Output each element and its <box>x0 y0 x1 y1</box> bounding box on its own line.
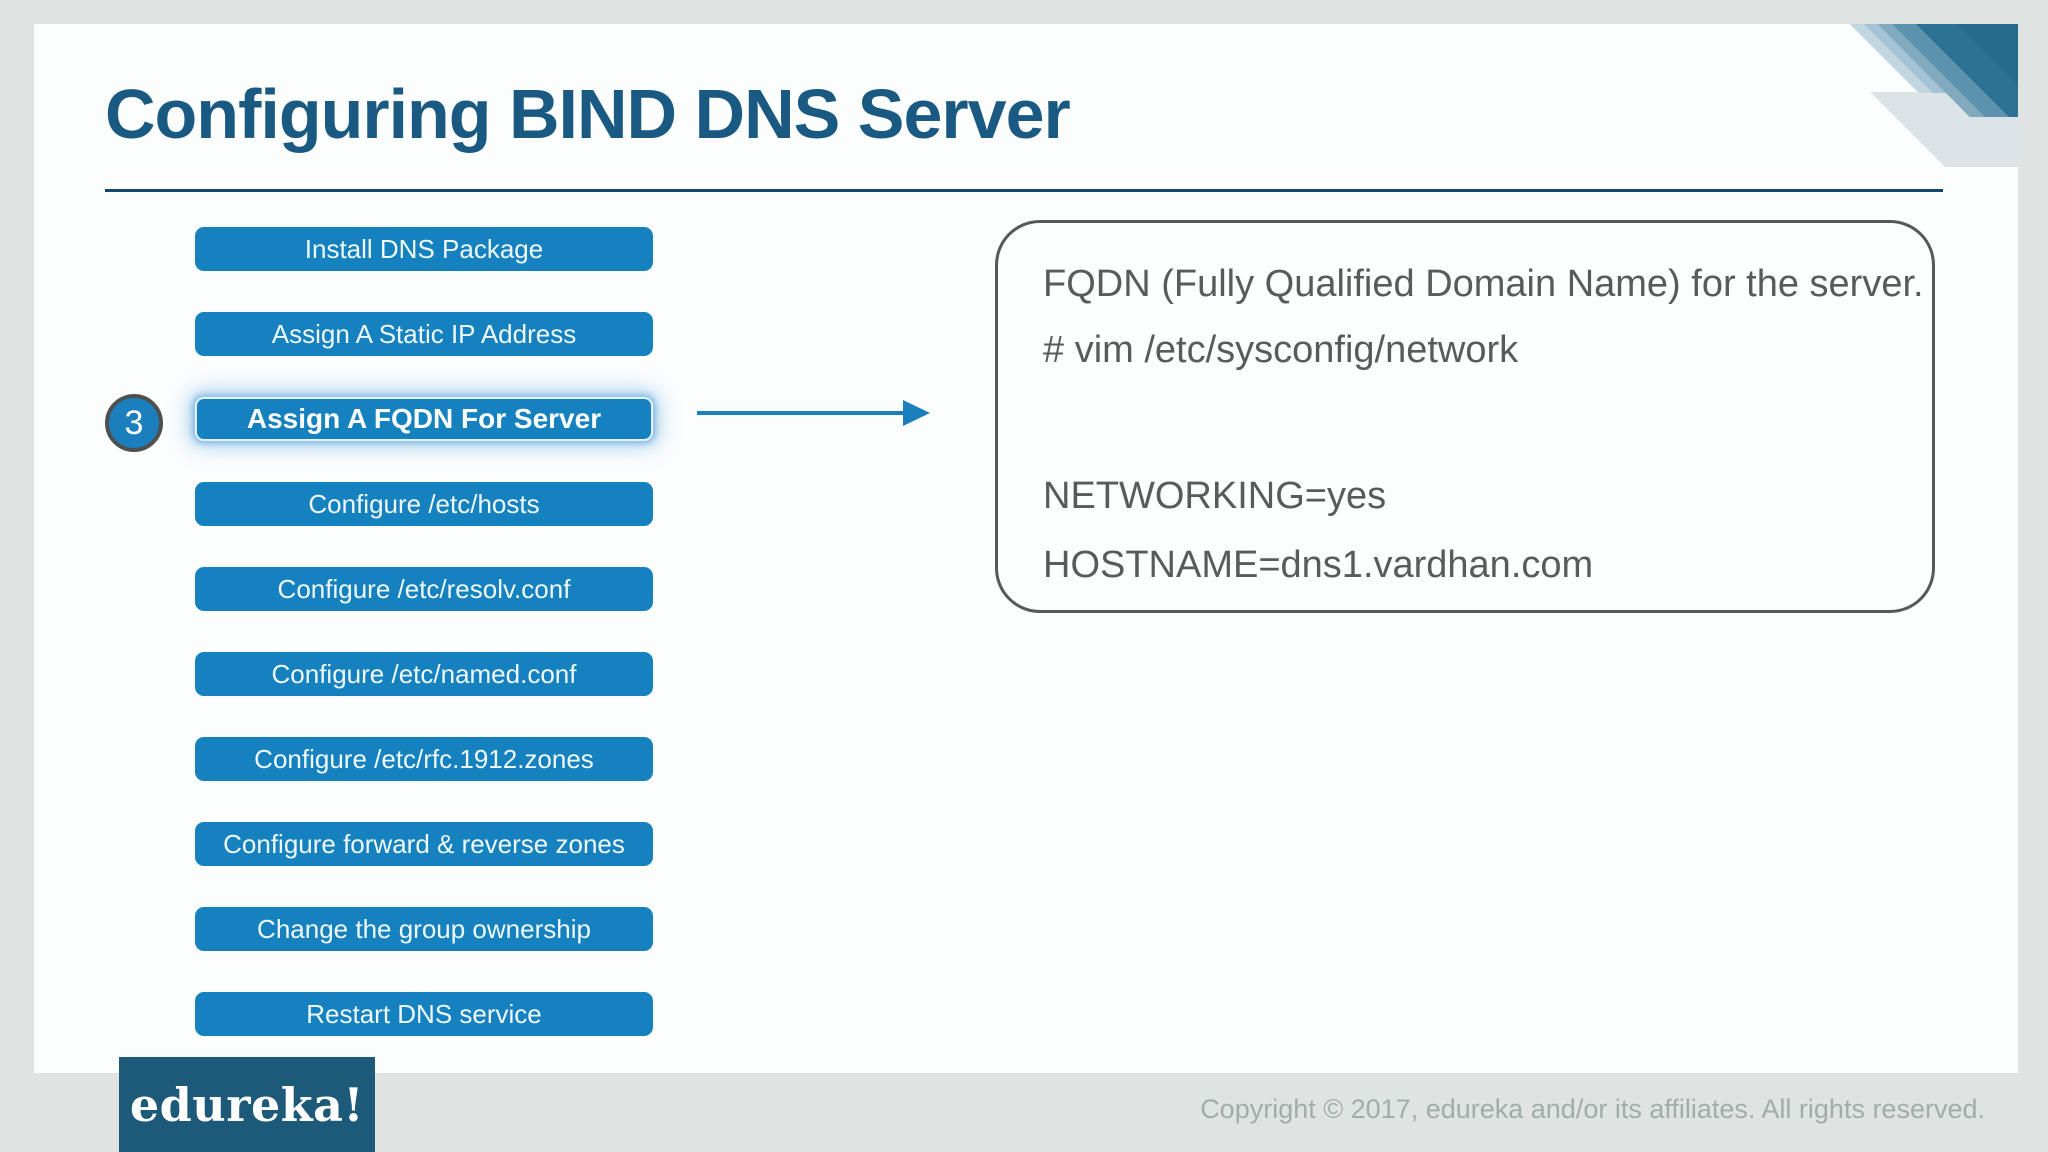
step-assign-fqdn[interactable]: Assign A FQDN For Server <box>195 397 653 441</box>
page-title: Configuring BIND DNS Server <box>105 75 1071 153</box>
step-configure-etc-hosts[interactable]: Configure /etc/hosts <box>195 482 653 526</box>
panel-line-networking: NETWORKING=yes <box>1043 475 1387 517</box>
step-configure-forward-reverse-zones[interactable]: Configure forward & reverse zones <box>195 822 653 866</box>
step-assign-static-ip[interactable]: Assign A Static IP Address <box>195 312 653 356</box>
step-configure-rfc-zones[interactable]: Configure /etc/rfc.1912.zones <box>195 737 653 781</box>
edureka-logo: edureka! <box>119 1057 375 1152</box>
connector-arrow-line <box>697 411 905 415</box>
step-change-group-ownership[interactable]: Change the group ownership <box>195 907 653 951</box>
step-configure-named-conf[interactable]: Configure /etc/named.conf <box>195 652 653 696</box>
step-restart-dns-service[interactable]: Restart DNS service <box>195 992 653 1036</box>
panel-line-fqdn-description: FQDN (Fully Qualified Domain Name) for t… <box>1043 263 1924 305</box>
copyright-text: Copyright © 2017, edureka and/or its aff… <box>1200 1094 1985 1124</box>
slide: Configuring BIND DNS Server 3 Install DN… <box>34 24 2018 1073</box>
step-install-dns-package[interactable]: Install DNS Package <box>195 227 653 271</box>
corner-ribbon-decoration <box>1850 24 2018 167</box>
step-configure-resolv-conf[interactable]: Configure /etc/resolv.conf <box>195 567 653 611</box>
title-underline <box>105 189 1943 192</box>
panel-line-hostname: HOSTNAME=dns1.vardhan.com <box>1043 544 1594 586</box>
step-number-badge: 3 <box>105 394 163 452</box>
panel-line-vim-command: # vim /etc/sysconfig/network <box>1043 329 1519 371</box>
connector-arrow-head <box>903 400 930 426</box>
fqdn-callout-panel: FQDN (Fully Qualified Domain Name) for t… <box>995 220 1935 613</box>
